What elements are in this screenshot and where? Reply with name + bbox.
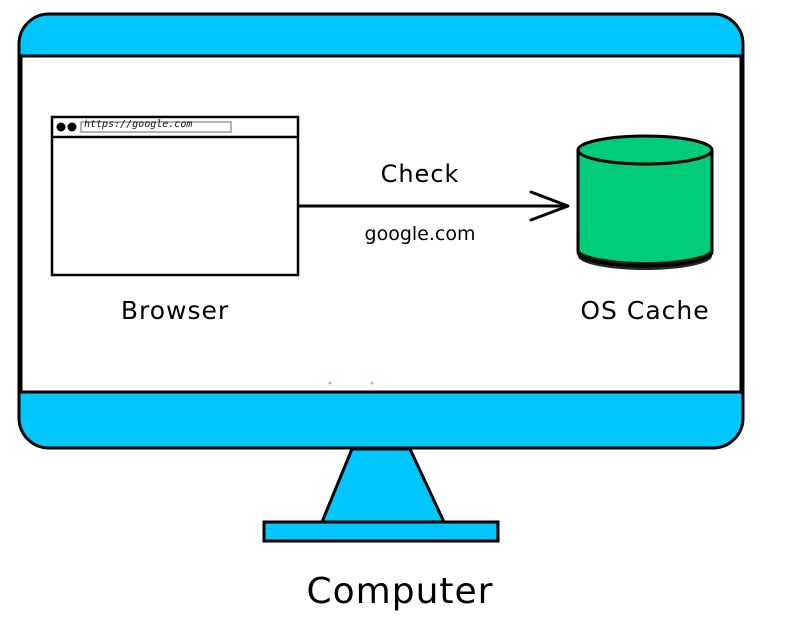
arrow-head — [529, 190, 570, 222]
cylinder-top — [576, 134, 714, 166]
monitor-stand — [262, 447, 500, 543]
os-cache-cylinder — [576, 134, 714, 270]
os-cache-label: OS Cache — [580, 296, 710, 325]
cylinder-body — [576, 150, 714, 268]
browser-label: Browser — [120, 296, 230, 325]
browser-dot-icon — [67, 122, 77, 132]
browser-address-bar — [80, 121, 232, 133]
browser-url: https://google.com — [84, 119, 193, 130]
stand-neck — [320, 447, 446, 524]
browser-dot-icon — [56, 122, 66, 132]
screen-speck — [370, 381, 374, 385]
stand-base — [262, 520, 500, 543]
browser-window — [50, 115, 300, 277]
screen-speck — [328, 381, 332, 385]
check-arrow — [298, 190, 570, 222]
arrow-domain-label: google.com — [364, 223, 476, 245]
browser-frame — [50, 115, 300, 277]
arrow-action-label: Check — [380, 160, 460, 188]
cylinder-bottom-shadow — [578, 248, 712, 270]
computer-label: Computer — [306, 571, 494, 612]
